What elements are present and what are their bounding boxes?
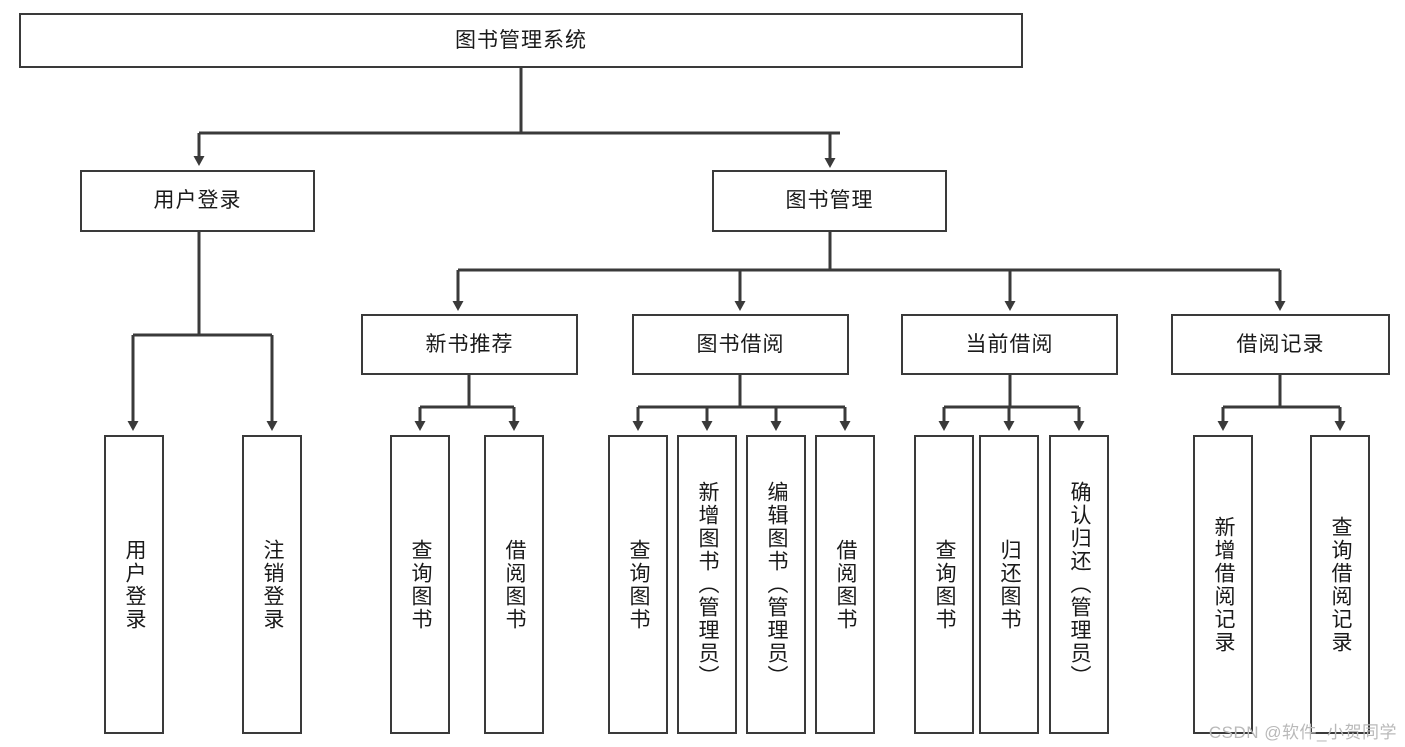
node-leaf-edit-book-label: 编辑图书（管理员）	[765, 481, 789, 688]
node-leaf-return-book[interactable]: 归还图书	[979, 435, 1039, 734]
watermark-text: CSDN @软件_小贺同学	[1208, 723, 1397, 742]
node-leaf-query-book-1-label: 查询图书	[409, 538, 433, 631]
node-new-book-rec-label: 新书推荐	[425, 332, 514, 356]
node-leaf-edit-book[interactable]: 编辑图书（管理员）	[746, 435, 806, 734]
node-leaf-return-book-label: 归还图书	[998, 538, 1022, 631]
node-leaf-user-login[interactable]: 用户登录	[104, 435, 164, 734]
node-book-borrow[interactable]: 图书借阅	[632, 314, 849, 375]
node-leaf-query-record-label: 查询借阅记录	[1329, 515, 1353, 654]
node-leaf-add-book[interactable]: 新增图书（管理员）	[677, 435, 737, 734]
node-leaf-borrow-book-1[interactable]: 借阅图书	[484, 435, 544, 734]
node-leaf-query-book-3-label: 查询图书	[933, 538, 957, 631]
node-leaf-logout-label: 注销登录	[261, 538, 285, 631]
node-new-book-rec[interactable]: 新书推荐	[361, 314, 578, 375]
node-leaf-add-book-label: 新增图书（管理员）	[696, 481, 720, 688]
node-leaf-query-book-2[interactable]: 查询图书	[608, 435, 668, 734]
node-leaf-user-login-label: 用户登录	[123, 538, 147, 631]
node-book-manage-label: 图书管理	[785, 189, 874, 213]
node-leaf-logout[interactable]: 注销登录	[242, 435, 302, 734]
node-leaf-query-book-1[interactable]: 查询图书	[390, 435, 450, 734]
node-leaf-confirm-return-label: 确认归还（管理员）	[1068, 481, 1092, 688]
node-borrow-record[interactable]: 借阅记录	[1171, 314, 1390, 375]
node-leaf-query-book-2-label: 查询图书	[627, 538, 651, 631]
node-borrow-record-label: 借阅记录	[1236, 332, 1325, 356]
node-book-borrow-label: 图书借阅	[696, 332, 785, 356]
node-user-login-label: 用户登录	[153, 189, 242, 213]
node-root[interactable]: 图书管理系统	[19, 13, 1023, 68]
node-leaf-borrow-book-1-label: 借阅图书	[503, 538, 527, 631]
node-leaf-borrow-book-2[interactable]: 借阅图书	[815, 435, 875, 734]
node-user-login[interactable]: 用户登录	[80, 170, 315, 232]
node-leaf-add-record-label: 新增借阅记录	[1212, 515, 1236, 654]
node-root-label: 图书管理系统	[455, 28, 587, 52]
node-current-borrow[interactable]: 当前借阅	[901, 314, 1118, 375]
node-leaf-confirm-return[interactable]: 确认归还（管理员）	[1049, 435, 1109, 734]
node-book-manage[interactable]: 图书管理	[712, 170, 947, 232]
node-leaf-query-record[interactable]: 查询借阅记录	[1310, 435, 1370, 734]
node-leaf-query-book-3[interactable]: 查询图书	[914, 435, 974, 734]
node-current-borrow-label: 当前借阅	[965, 332, 1054, 356]
node-leaf-borrow-book-2-label: 借阅图书	[834, 538, 858, 631]
node-leaf-add-record[interactable]: 新增借阅记录	[1193, 435, 1253, 734]
